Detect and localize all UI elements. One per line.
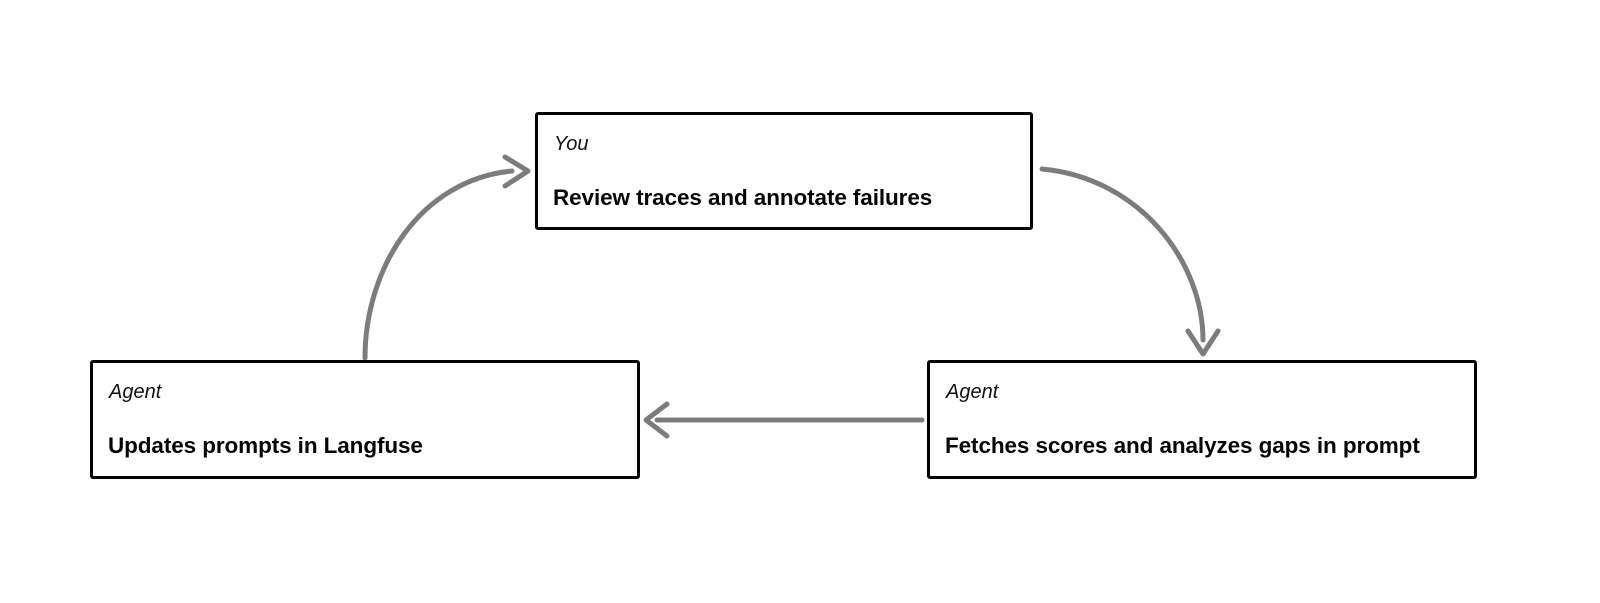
- node-fetches-scores[interactable]: Agent Fetches scores and analyzes gaps i…: [927, 360, 1477, 479]
- edge-fetches-to-updates-arrowhead: [643, 401, 670, 439]
- node-updates-title: Updates prompts in Langfuse: [108, 433, 423, 458]
- edge-review-to-fetches-line: [1039, 166, 1206, 343]
- edge-updates-to-review: [362, 154, 531, 361]
- node-review-role-label: You: [554, 133, 589, 155]
- node-fetches-role-label: Agent: [946, 381, 999, 403]
- edge-fetches-to-updates: [643, 401, 925, 439]
- edge-review-to-fetches-arrowhead: [1185, 328, 1221, 357]
- node-review-traces[interactable]: You Review traces and annotate failures: [535, 112, 1033, 230]
- node-updates-prompts[interactable]: Agent Updates prompts in Langfuse: [90, 360, 640, 479]
- edge-updates-to-review-line: [362, 168, 515, 361]
- edge-review-to-fetches: [1039, 166, 1221, 357]
- node-review-title: Review traces and annotate failures: [553, 185, 933, 210]
- node-updates-role-label: Agent: [109, 381, 162, 403]
- edge-updates-to-review-arrowhead: [502, 154, 531, 189]
- node-fetches-title: Fetches scores and analyzes gaps in prom…: [945, 433, 1420, 458]
